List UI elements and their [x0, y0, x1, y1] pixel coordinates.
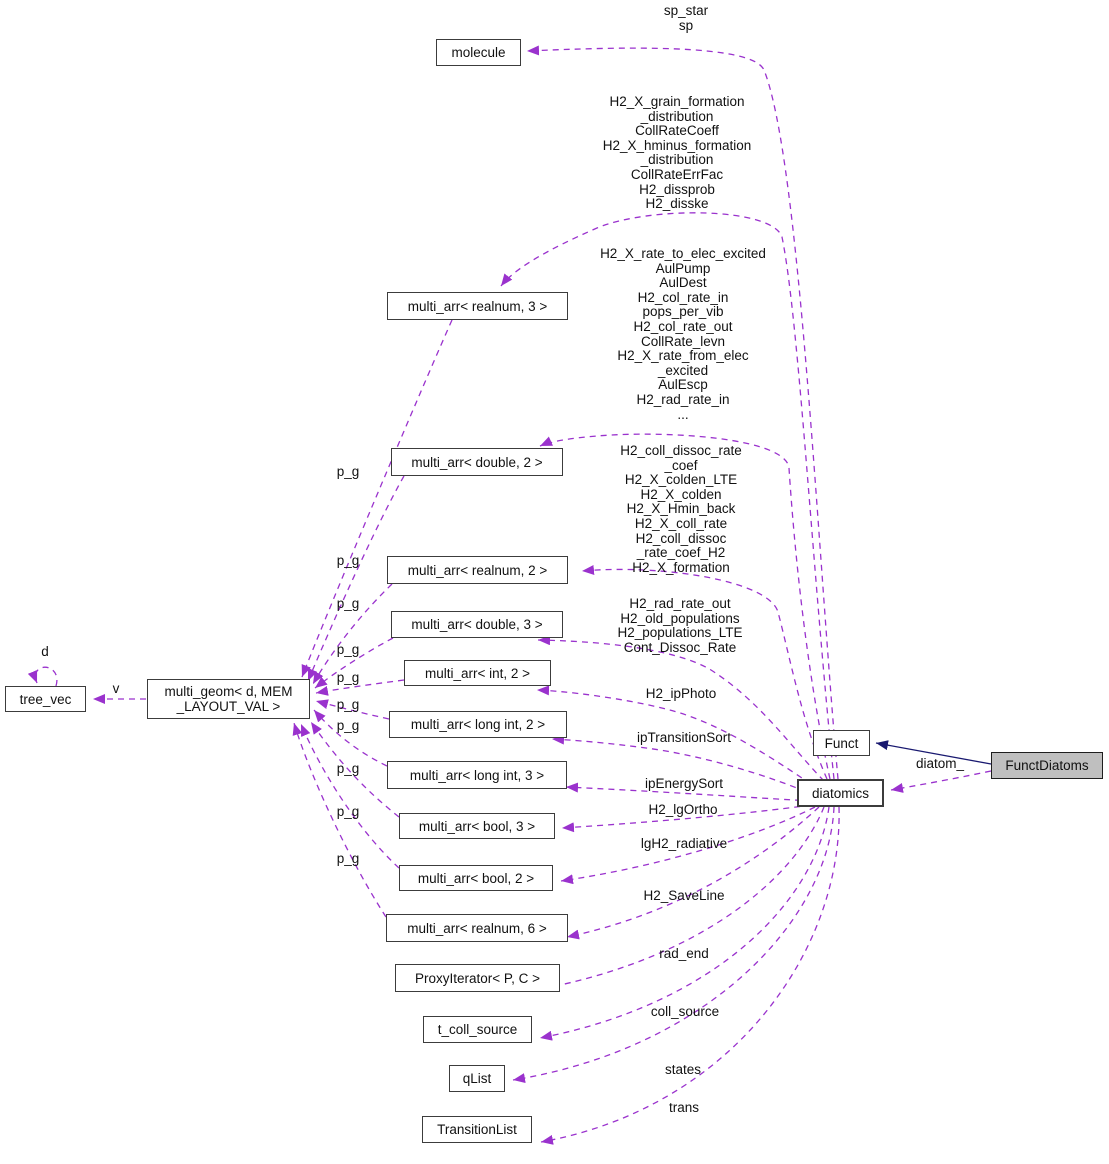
node-multi-arr-realnum-3[interactable]: multi_arr< realnum, 3 >: [387, 292, 568, 320]
edge-diatomics-multi-arr-long-int-3: [565, 782, 813, 802]
edge-label-v: v: [112, 681, 120, 696]
node-qlist[interactable]: qList: [449, 1065, 505, 1092]
edge-diatomics-multi-arr-realnum-2: [581, 565, 828, 780]
edge-label-p-g: p_g: [336, 697, 360, 712]
edge-label-diatom: diatom_: [915, 756, 965, 771]
edge-label-p-g: p_g: [336, 642, 360, 657]
edge-diatomics-multi-arr-long-int-2: [551, 734, 817, 797]
edge-label-rad-end: rad_end: [659, 946, 709, 961]
edge-diatomics-multi-arr-double-3: [537, 635, 825, 782]
edge-multi-arr-realnum-2-multi-geom: [312, 583, 393, 685]
node-multi-arr-realnum-2[interactable]: multi_arr< realnum, 2 >: [387, 556, 568, 584]
node-molecule[interactable]: molecule: [436, 39, 521, 66]
edge-diatomics-multi-arr-int-2: [536, 685, 821, 791]
edge-label-p-g: p_g: [336, 851, 360, 866]
edge-diatomics-t-coll-source: [539, 806, 830, 1041]
edge-label-grain-block: H2_X_grain_formation _distribution CollR…: [602, 94, 752, 212]
edge-diatomics-multi-arr-bool-3: [561, 804, 812, 833]
edge-label-ipenergysort: ipEnergySort: [644, 776, 724, 791]
node-tree-vec[interactable]: tree_vec: [5, 686, 86, 712]
edge-label-p-g: p_g: [336, 553, 360, 568]
edge-functdiatoms-diatomics: [890, 770, 992, 793]
edge-label-iptransitionsort: ipTransitionSort: [636, 730, 732, 745]
edge-multi-arr-realnum-3-multi-geom: [301, 319, 453, 678]
node-multi-arr-bool-3[interactable]: multi_arr< bool, 3 >: [399, 813, 555, 839]
edge-diatomics-multi-arr-bool-2: [560, 806, 816, 885]
node-t-coll-source[interactable]: t_coll_source: [423, 1016, 532, 1043]
edge-label-d: d: [41, 644, 49, 659]
edge-multi-arr-long-int-3-multi-geom: [313, 709, 388, 767]
edge-multi-arr-long-int-2-multi-geom: [315, 699, 390, 720]
edge-label-p-g: p_g: [336, 761, 360, 776]
edge-functdiatoms-funct-inheritance: [875, 740, 992, 765]
edge-label-rate-elec-block: H2_X_rate_to_elec_excited AulPump AulDes…: [600, 246, 766, 422]
edge-diatomics-molecule: [526, 45, 839, 780]
node-funct[interactable]: Funct: [813, 730, 870, 756]
edge-diatomics-transition-list: [540, 806, 840, 1145]
node-multi-arr-int-2[interactable]: multi_arr< int, 2 >: [404, 660, 551, 686]
edge-label-sp: sp_star sp: [663, 3, 709, 33]
node-proxy-iterator[interactable]: ProxyIterator< P, C >: [395, 964, 560, 992]
node-diatomics[interactable]: diatomics: [797, 779, 884, 807]
edge-label-p-g: p_g: [336, 596, 360, 611]
node-multi-arr-bool-2[interactable]: multi_arr< bool, 2 >: [399, 865, 553, 891]
edge-diatomics-multi-arr-realnum-6: [566, 806, 820, 940]
edge-label-rad-out-block: H2_rad_rate_out H2_old_populations H2_po…: [617, 596, 743, 655]
edge-multi-arr-bool-3-multi-geom: [310, 721, 400, 818]
node-multi-arr-realnum-6[interactable]: multi_arr< realnum, 6 >: [386, 914, 568, 942]
edge-multi-arr-realnum-6-multi-geom: [292, 722, 387, 918]
node-multi-arr-long-int-2[interactable]: multi_arr< long int, 2 >: [389, 711, 567, 738]
edge-multi-arr-double-2-multi-geom: [307, 475, 405, 682]
edge-multi-arr-int-2-multi-geom: [315, 679, 405, 696]
node-multi-arr-double-3[interactable]: multi_arr< double, 3 >: [391, 611, 563, 638]
node-transition-list[interactable]: TransitionList: [422, 1116, 532, 1143]
edge-label-lgortho: H2_lgOrtho: [648, 802, 718, 817]
edge-label-p-g: p_g: [336, 670, 360, 685]
edge-label-p-g: p_g: [336, 804, 360, 819]
edge-label-p-g: p_g: [336, 718, 360, 733]
edge-label-trans: trans: [668, 1100, 700, 1115]
edge-tree-vec-self-loop: [27, 666, 58, 687]
edge-diatomics-multi-arr-double-2: [539, 433, 831, 780]
node-multi-arr-double-2[interactable]: multi_arr< double, 2 >: [391, 448, 563, 476]
edge-label-ipphoto: H2_ipPhoto: [645, 686, 717, 701]
edge-label-p-g: p_g: [336, 464, 360, 479]
node-funct-diatoms: FunctDiatoms: [991, 752, 1103, 779]
edge-label-coll-source: coll_source: [650, 1004, 720, 1019]
edge-diatomics-qlist: [512, 806, 835, 1084]
edge-multi-arr-double-3-multi-geom: [314, 637, 394, 689]
node-multi-arr-long-int-3[interactable]: multi_arr< long int, 3 >: [387, 761, 567, 789]
edge-label-states: states: [664, 1062, 702, 1077]
edge-multi-arr-bool-2-multi-geom: [300, 723, 400, 869]
edge-label-saveline: H2_SaveLine: [643, 888, 725, 903]
edge-label-lgh2-radiative: lgH2_radiative: [640, 836, 728, 851]
edge-label-coll-dissoc-block: H2_coll_dissoc_rate _coef H2_X_colden_LT…: [620, 443, 742, 575]
edge-diatomics-multi-arr-realnum-3: [500, 212, 835, 780]
node-multi-geom[interactable]: multi_geom< d, MEM _LAYOUT_VAL >: [147, 679, 310, 719]
